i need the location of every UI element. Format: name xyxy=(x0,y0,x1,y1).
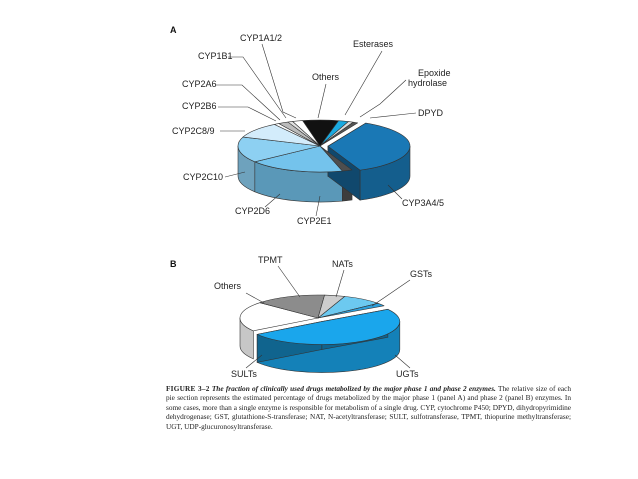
pie-a-slice-cyp3a4-5 xyxy=(327,122,411,171)
pie-chart-a xyxy=(237,119,411,203)
pie-chart-b xyxy=(239,294,401,373)
leader-tpmt xyxy=(277,265,301,298)
label-cyp2a6: CYP2A6 xyxy=(182,79,217,89)
pie-b-labels: TPMT NATs GSTs Others SULTs UGTs xyxy=(214,255,433,379)
pie-b-leaders xyxy=(245,265,411,369)
leader-cyp2b6 xyxy=(218,106,277,122)
label-ugts: UGTs xyxy=(396,369,419,379)
label-esterases: Esterases xyxy=(353,39,394,49)
label-sults: SULTs xyxy=(231,369,257,379)
label-cyp1b1: CYP1B1 xyxy=(198,51,233,61)
label-epoxide-hydrolase: Epoxide hydrolase xyxy=(408,68,453,88)
label-tpmt: TPMT xyxy=(258,255,283,265)
label-others-b: Others xyxy=(214,281,242,291)
label-cyp3a4-5: CYP3A4/5 xyxy=(402,198,444,208)
leader-cyp1b1 xyxy=(228,56,287,119)
leader-others-b xyxy=(245,292,265,304)
leader-gsts xyxy=(371,279,411,307)
label-cyp2e1: CYP2E1 xyxy=(297,216,332,226)
pie-a-labels: CYP1A1/2 Esterases CYP1B1 Epoxide hydrol… xyxy=(172,33,453,226)
leader-cyp3a4-5 xyxy=(387,184,403,200)
pie-b-slice-ugts xyxy=(256,308,401,345)
panel-b-letter: B xyxy=(170,259,177,269)
pie-a-slice-others xyxy=(302,119,339,147)
pie-b-slice-others xyxy=(259,294,325,319)
caption-title: The fraction of clinically used drugs me… xyxy=(211,384,496,393)
leader-cyp2d6 xyxy=(264,193,281,208)
label-cyp1a1-2: CYP1A1/2 xyxy=(240,33,282,43)
panel-a-letter: A xyxy=(170,25,177,35)
label-cyp2c8-9: CYP2C8/9 xyxy=(172,126,215,136)
pie-a-slice-dpyd xyxy=(319,121,359,147)
pie-a-slice-cyp2c10 xyxy=(237,136,321,163)
leader-esterases xyxy=(344,50,383,116)
leader-cyp2e1 xyxy=(315,195,321,217)
label-cyp2b6: CYP2B6 xyxy=(182,101,217,111)
pie-b-slice-tpmt xyxy=(317,294,345,319)
label-nats: NATs xyxy=(332,259,353,269)
pie-a-leaders xyxy=(216,43,417,217)
leader-epoxide xyxy=(359,79,407,118)
leader-others-a xyxy=(317,83,327,119)
caption-figure-label: FIGURE 3–2 xyxy=(166,384,210,393)
pie-a-slice-cyp2d6 xyxy=(254,145,343,173)
leader-sults xyxy=(245,354,263,369)
pie-b-slice-gsts xyxy=(317,303,385,319)
leader-cyp2c10 xyxy=(224,171,246,178)
figure-caption: FIGURE 3–2 The fraction of clinically us… xyxy=(166,384,571,431)
leader-cyp1a1-2 xyxy=(261,43,297,119)
leader-cyp2a6 xyxy=(216,84,281,121)
label-dpyd: DPYD xyxy=(418,108,444,118)
leader-dpyd xyxy=(369,112,417,119)
caption-text: The relative size of each pie section re… xyxy=(166,384,571,431)
label-epoxide-line1: Epoxide xyxy=(418,68,451,78)
label-epoxide-line2: hydrolase xyxy=(408,78,447,88)
leader-nats xyxy=(335,269,345,298)
label-cyp2d6: CYP2D6 xyxy=(235,206,270,216)
label-gsts: GSTs xyxy=(410,269,433,279)
pie-b-slice-sults xyxy=(239,302,319,332)
leader-ugts xyxy=(394,354,411,369)
label-others-a: Others xyxy=(312,72,340,82)
label-cyp2c10: CYP2C10 xyxy=(183,172,223,182)
